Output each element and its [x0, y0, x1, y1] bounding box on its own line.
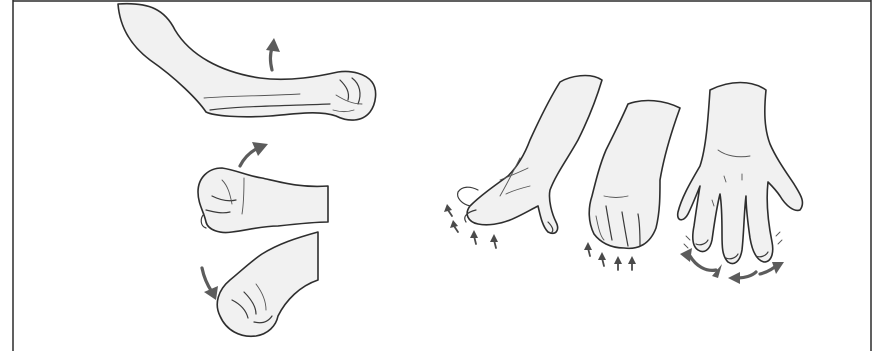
wrist-flexion-down-illustration [202, 232, 318, 336]
wrist-extension-illustration [118, 4, 376, 120]
wrist-flexion-up-illustration [198, 142, 328, 233]
finger-lift-illustration [444, 76, 602, 248]
fist-finger-lift-illustration [584, 101, 680, 270]
finger-spread-illustration [678, 83, 803, 285]
